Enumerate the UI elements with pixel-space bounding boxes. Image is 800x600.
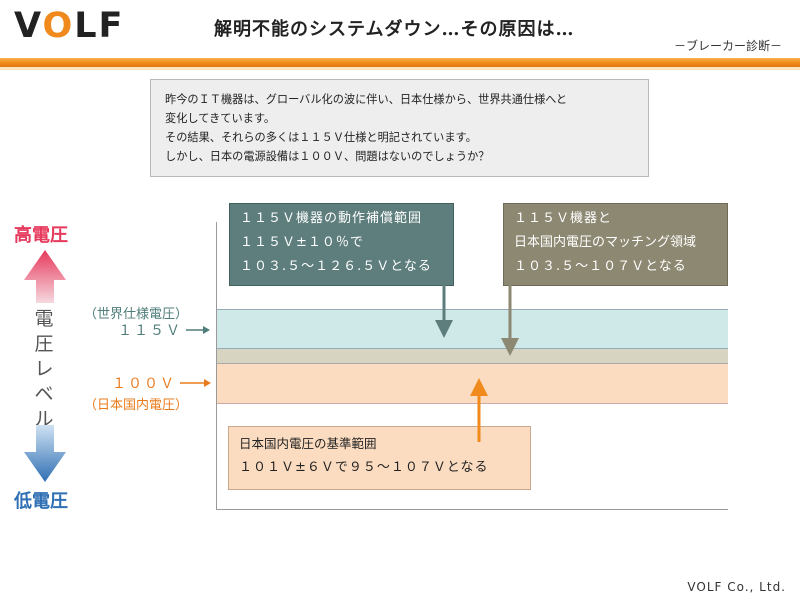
world-voltage-value: １１５Ｖ bbox=[118, 323, 182, 339]
intro-line: 変化してきています。 bbox=[165, 112, 276, 125]
high-voltage-label: 高電圧 bbox=[14, 225, 68, 246]
box-line: 日本国内電圧の基準範囲 bbox=[239, 436, 377, 451]
low-voltage-label: 低電圧 bbox=[14, 491, 68, 512]
box-115v-operating-range: １１５Ｖ機器の動作補償範囲 １１５Ｖ±１０％で １０３.５～１２６.５Ｖとなる bbox=[229, 203, 454, 286]
intro-text-box: 昨今のＩＴ機器は、グローバル化の波に伴い、日本仕様から、世界共通仕様へと 変化し… bbox=[150, 79, 649, 177]
intro-line: その結果、それらの多くは１１５Ｖ仕様と明記されています。 bbox=[165, 131, 477, 144]
intro-line: 昨今のＩＴ機器は、グローバル化の波に伴い、日本仕様から、世界共通仕様へと bbox=[165, 93, 568, 106]
pointer-arrow-100v-icon bbox=[180, 379, 211, 387]
level-char: レ bbox=[34, 358, 54, 380]
x-axis-line bbox=[216, 509, 728, 510]
box-line: 日本国内電圧のマッチング領域 bbox=[514, 235, 697, 250]
volf-logo: VOLF bbox=[14, 6, 124, 46]
pointer-arrow-115v-icon bbox=[186, 326, 210, 334]
logo-v: V bbox=[14, 6, 43, 46]
page-subtitle: －ブレーカー診断－ bbox=[673, 39, 782, 53]
level-char: ル bbox=[34, 408, 54, 430]
box-matching-region: １１５Ｖ機器と 日本国内電圧のマッチング領域 １０３.５～１０７Ｖとなる bbox=[503, 203, 728, 286]
japan-voltage-name: （日本国内電圧） bbox=[84, 398, 189, 413]
page-title: 解明不能のシステムダウン…その原因は… bbox=[214, 19, 575, 40]
box-line: １１５Ｖ機器と bbox=[514, 211, 613, 226]
intro-line: しかし、日本の電源設備は１００Ｖ、問題はないのでしょうか？ bbox=[165, 150, 490, 163]
logo-o: O bbox=[42, 6, 75, 46]
header-orange-bar bbox=[0, 58, 800, 67]
level-char: 圧 bbox=[34, 333, 54, 355]
box-line: １０３.５～１０７Ｖとなる bbox=[514, 259, 687, 274]
company-footer: VOLF Co., Ltd. bbox=[687, 580, 786, 594]
level-char: ベ bbox=[34, 383, 54, 405]
band-115v bbox=[217, 309, 728, 349]
world-voltage-name: （世界仕様電圧） bbox=[84, 307, 189, 322]
box-line: １０３.５～１２６.５Ｖとなる bbox=[240, 259, 432, 274]
box-line: １１５Ｖ機器の動作補償範囲 bbox=[240, 211, 423, 226]
down-arrow-icon bbox=[24, 425, 66, 482]
box-line: １１５Ｖ±１０％で bbox=[240, 235, 364, 250]
band-overlap bbox=[217, 349, 728, 364]
logo-lf: LF bbox=[74, 6, 125, 46]
band-100v bbox=[217, 364, 728, 404]
level-char: 電 bbox=[34, 308, 54, 330]
up-arrow-icon bbox=[24, 250, 66, 303]
header-bar-shadow bbox=[0, 67, 800, 70]
voltage-level-label: 電 圧 レ ベ ル bbox=[34, 307, 54, 432]
box-japan-standard-range: 日本国内電圧の基準範囲 １０１Ｖ±６Ｖで９５～１０７Ｖとなる bbox=[228, 426, 531, 490]
japan-voltage-value: １００Ｖ bbox=[112, 376, 176, 392]
header: VOLF 解明不能のシステムダウン…その原因は… －ブレーカー診断－ bbox=[0, 0, 800, 58]
y-axis-line bbox=[216, 222, 217, 510]
box-line: １０１Ｖ±６Ｖで９５～１０７Ｖとなる bbox=[239, 460, 489, 475]
